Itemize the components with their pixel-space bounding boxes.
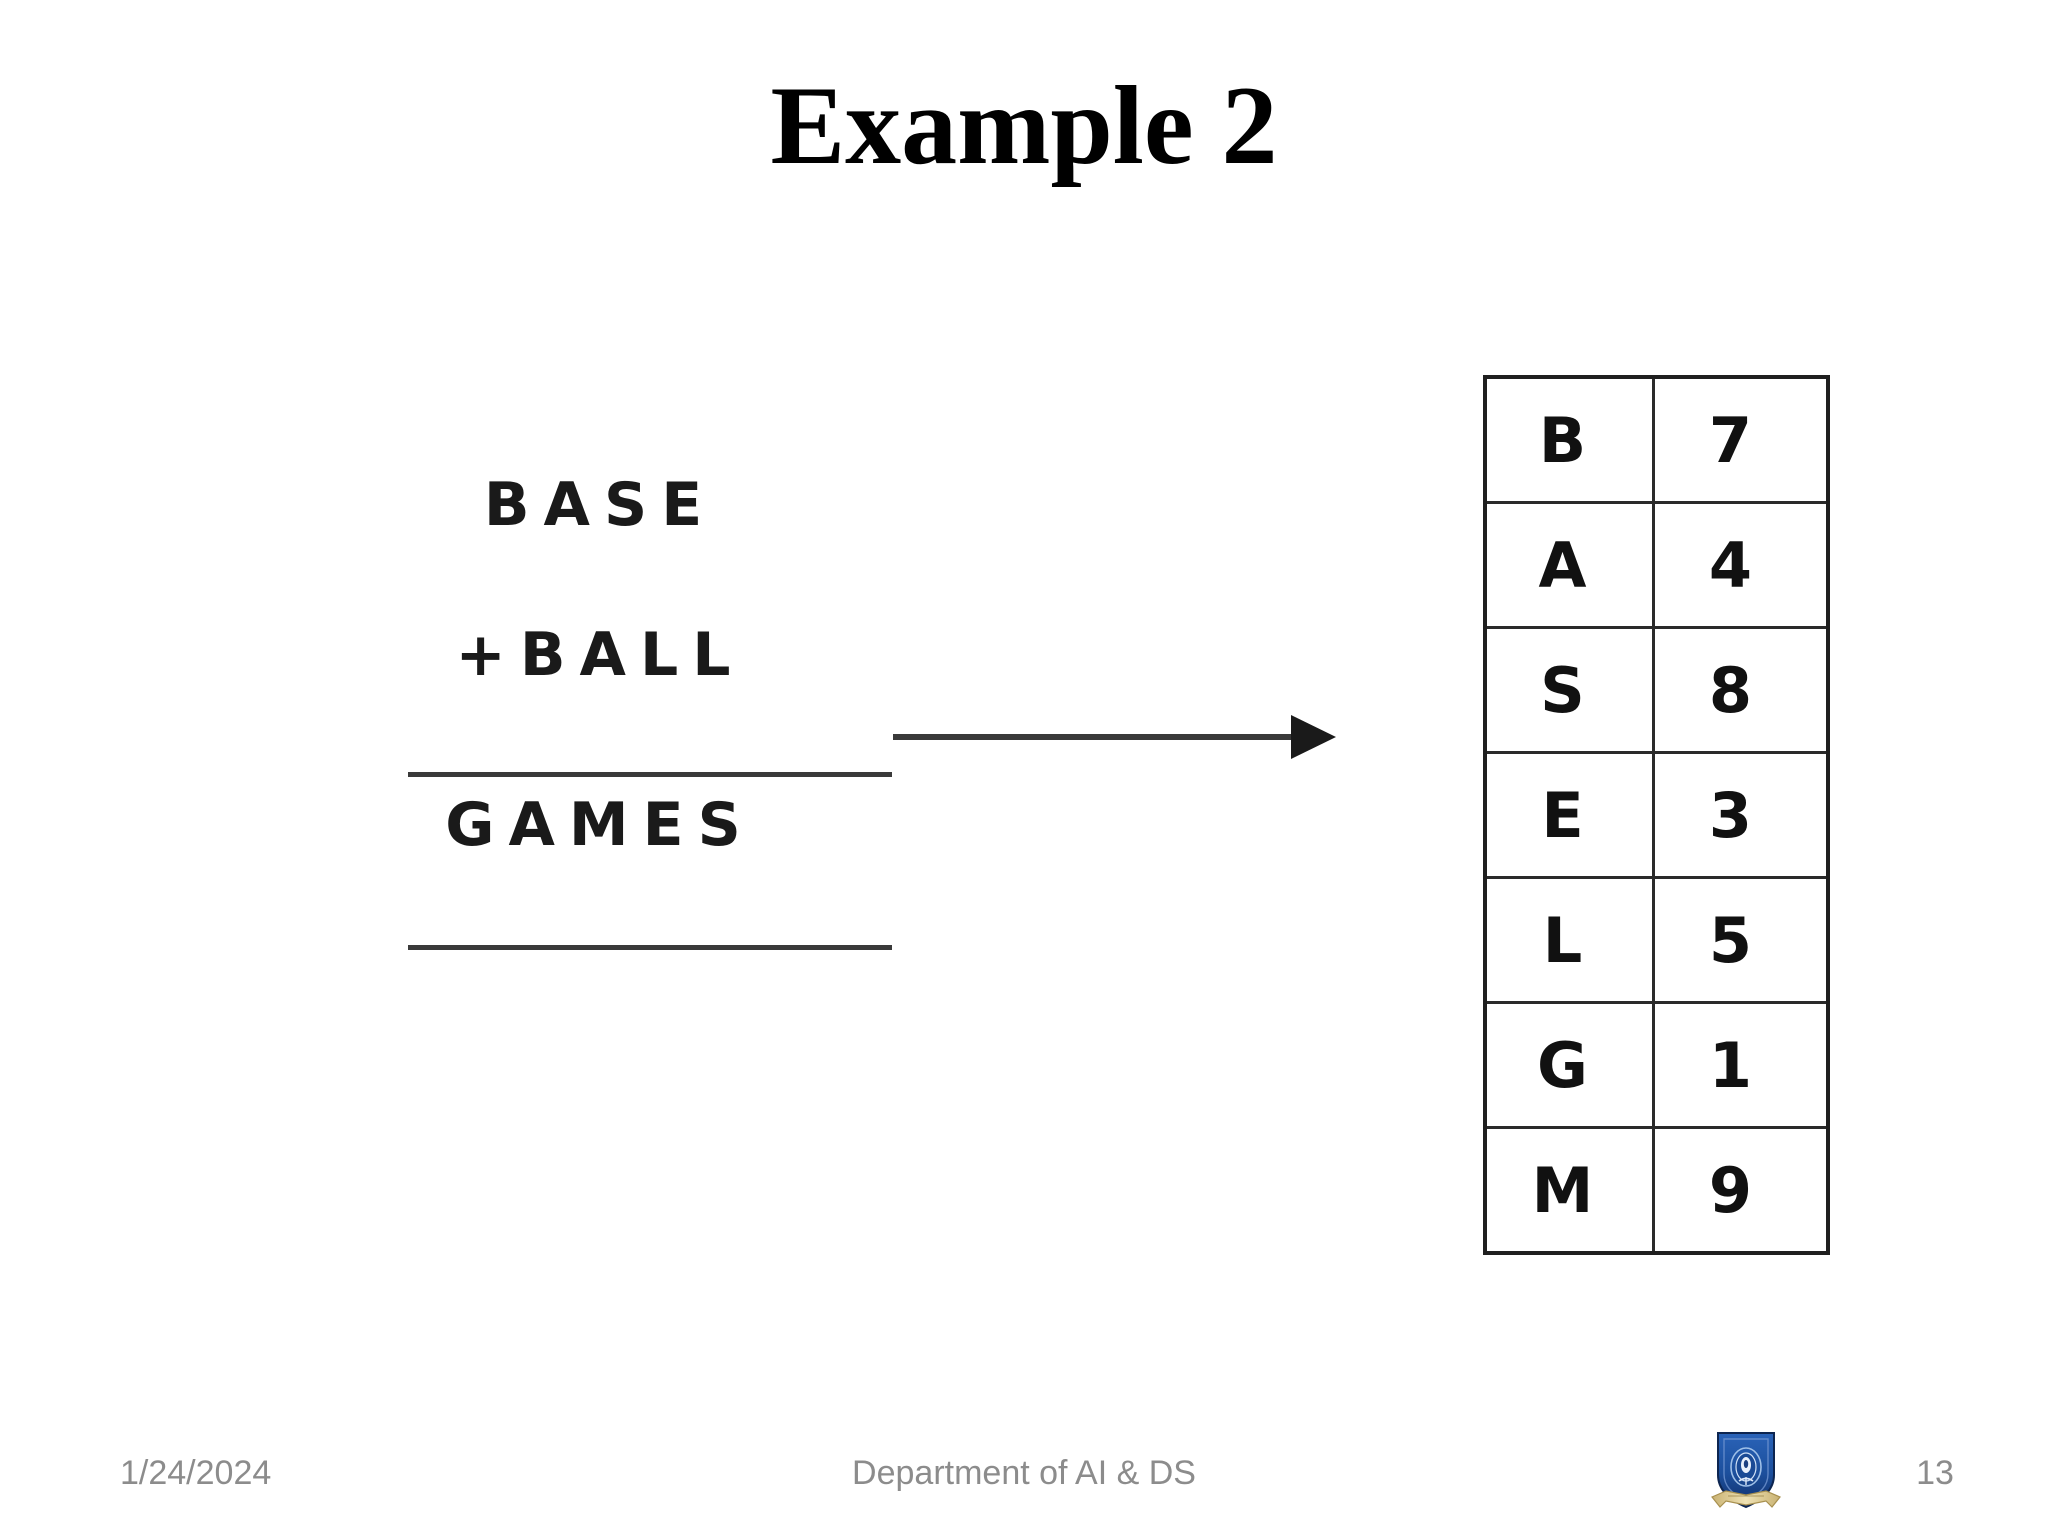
arrow-head	[1291, 715, 1336, 759]
cryptarithm-divider-line-2	[408, 945, 892, 950]
mapping-cell-letter: E	[1483, 751, 1655, 879]
mapping-cell-letter: S	[1483, 626, 1655, 754]
right-arrow-icon	[893, 712, 1343, 762]
cryptarithm-divider-line-1	[408, 772, 892, 777]
footer-department: Department of AI & DS	[852, 1454, 1196, 1492]
mapping-cell-digit: 5	[1652, 876, 1830, 1004]
cryptarithm-addend-2: +BALL	[455, 620, 745, 690]
mapping-cell-digit: 3	[1652, 751, 1830, 879]
mapping-cell-letter: B	[1483, 375, 1655, 504]
mapping-cell-letter: A	[1483, 501, 1655, 629]
mapping-cell-digit: 1	[1652, 1001, 1830, 1129]
cryptarithm-sum: GAMES	[445, 790, 755, 860]
mapping-cell-digit: 8	[1652, 626, 1830, 754]
mapping-cell-letter: G	[1483, 1001, 1655, 1129]
college-crest-logo-icon	[1711, 1432, 1781, 1509]
mapping-cell-digit: 9	[1652, 1126, 1830, 1255]
cryptarithm-addend-1: BASE	[483, 470, 717, 540]
mapping-cell-digit: 7	[1652, 375, 1830, 504]
footer-page-number: 13	[1916, 1454, 1954, 1492]
page-title: Example 2	[770, 64, 1278, 188]
mapping-cell-letter: M	[1483, 1126, 1655, 1255]
mapping-cell-letter: L	[1483, 876, 1655, 1004]
cryptarithm-block: BASE +BALL GAMES	[300, 470, 900, 970]
mapping-cell-digit: 4	[1652, 501, 1830, 629]
footer-date: 1/24/2024	[120, 1454, 272, 1492]
slide-footer: 1/24/2024 Department of AI & DS 13	[0, 1440, 2048, 1536]
arrow-shaft	[893, 734, 1298, 740]
